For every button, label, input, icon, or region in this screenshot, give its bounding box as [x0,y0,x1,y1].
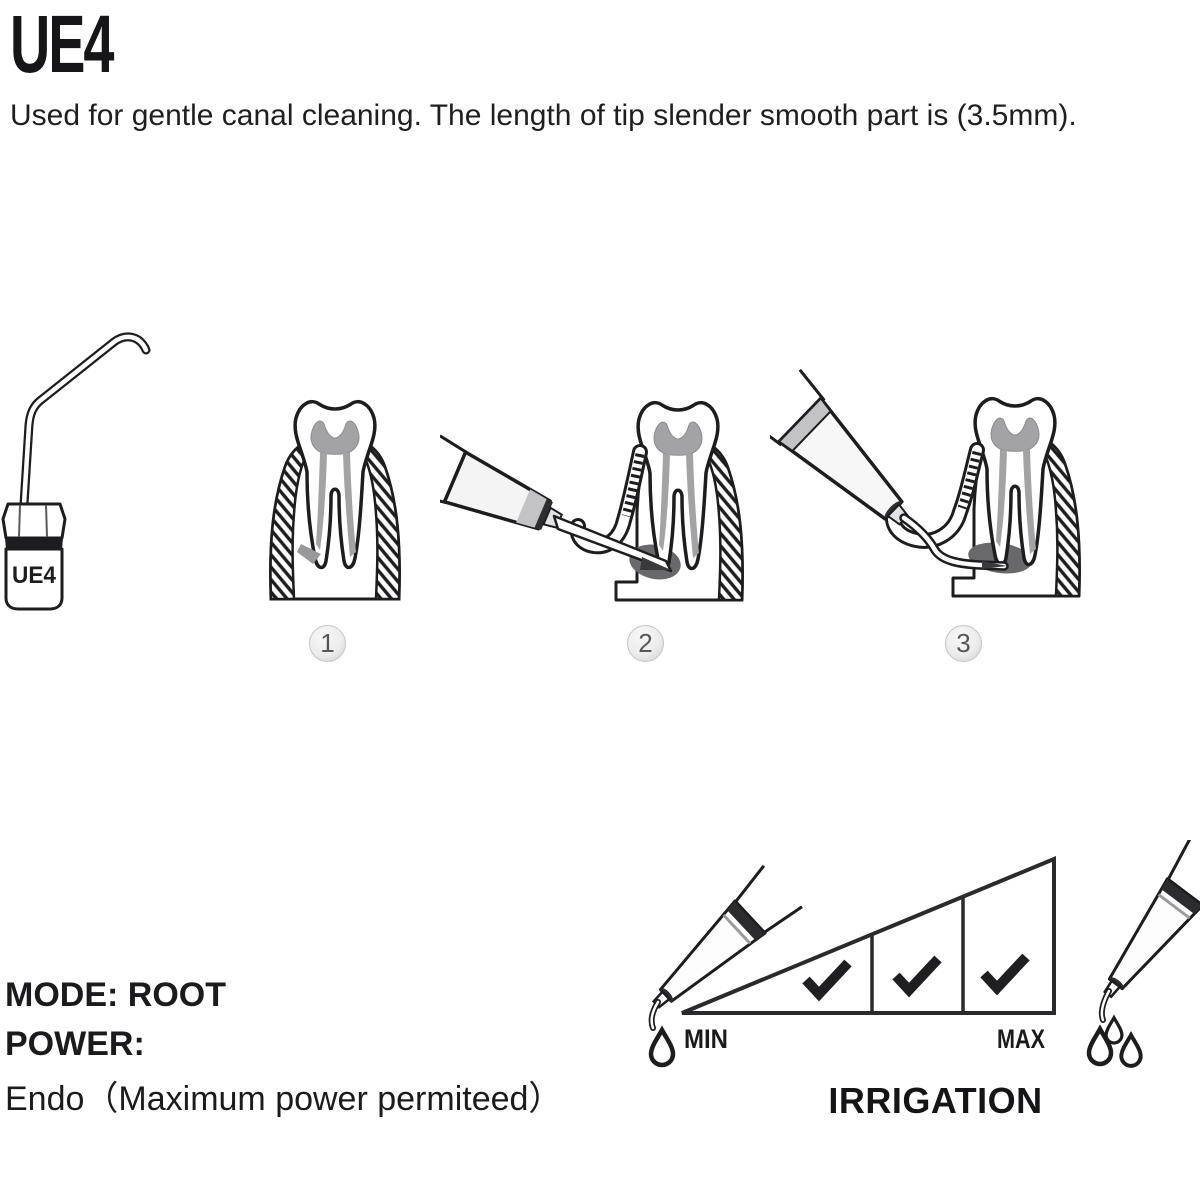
spout-max-core [1100,989,1111,1022]
step-2-figure [440,400,744,602]
water-drop-icon [1104,1016,1124,1045]
tip-body-label: UE4 [12,562,57,589]
gum-flap [569,444,648,555]
check-icon [802,959,852,1002]
handpiece-icon [440,434,564,531]
check-icon [980,953,1030,996]
irrigation-max-label: MAX [997,1024,1045,1054]
irrigation-ramp [681,856,1056,1015]
scaler-tip-figure: UE4 [1,332,151,611]
power-spec-value: Endo（Maximum power permiteed） [5,1080,563,1118]
tip-hex-facets [18,504,48,538]
tooth-cross-section [269,399,401,601]
step-badge-2: 2 [627,625,664,662]
apex-lesion [297,544,321,564]
scaler-tip-working [899,513,1009,571]
tip-knurled-ring [5,538,63,549]
irrigation-min-label: MIN [684,1024,728,1054]
irrigation-checks [802,953,1030,1002]
gum-flap [885,442,985,549]
step-badge-3: 3 [945,625,982,662]
step-3-figure [770,368,1081,598]
check-icon [892,955,942,998]
tip-hex-collar [1,502,67,540]
water-drops-max [1089,1016,1143,1068]
spout-min-core [650,1000,660,1030]
step-badge-1: 1 [309,625,346,662]
mode-spec: MODE: ROOT [5,976,226,1014]
product-description: Used for gentle canal cleaning. The leng… [10,99,1077,132]
step-number: 3 [956,628,971,658]
tip-base-cylinder [4,547,64,611]
ramp-dividers [870,897,965,1013]
step-1-figure [269,399,401,601]
tip-shank-core [21,334,149,507]
scaler-tip-working [552,514,673,573]
irrigation-diagram: MIN MAX [635,840,1200,1068]
tip-shank-outline [19,332,151,509]
irrigation-title: IRRIGATION [828,1080,1043,1121]
water-drop-icon [1119,1033,1143,1068]
water-drop-icon [651,1030,673,1065]
page-title: UE4 [10,0,114,90]
step-number: 2 [638,628,653,658]
handpiece-max-icon [1084,840,1200,1013]
power-spec-label: POWER: [5,1025,145,1063]
step-number: 1 [320,628,335,658]
